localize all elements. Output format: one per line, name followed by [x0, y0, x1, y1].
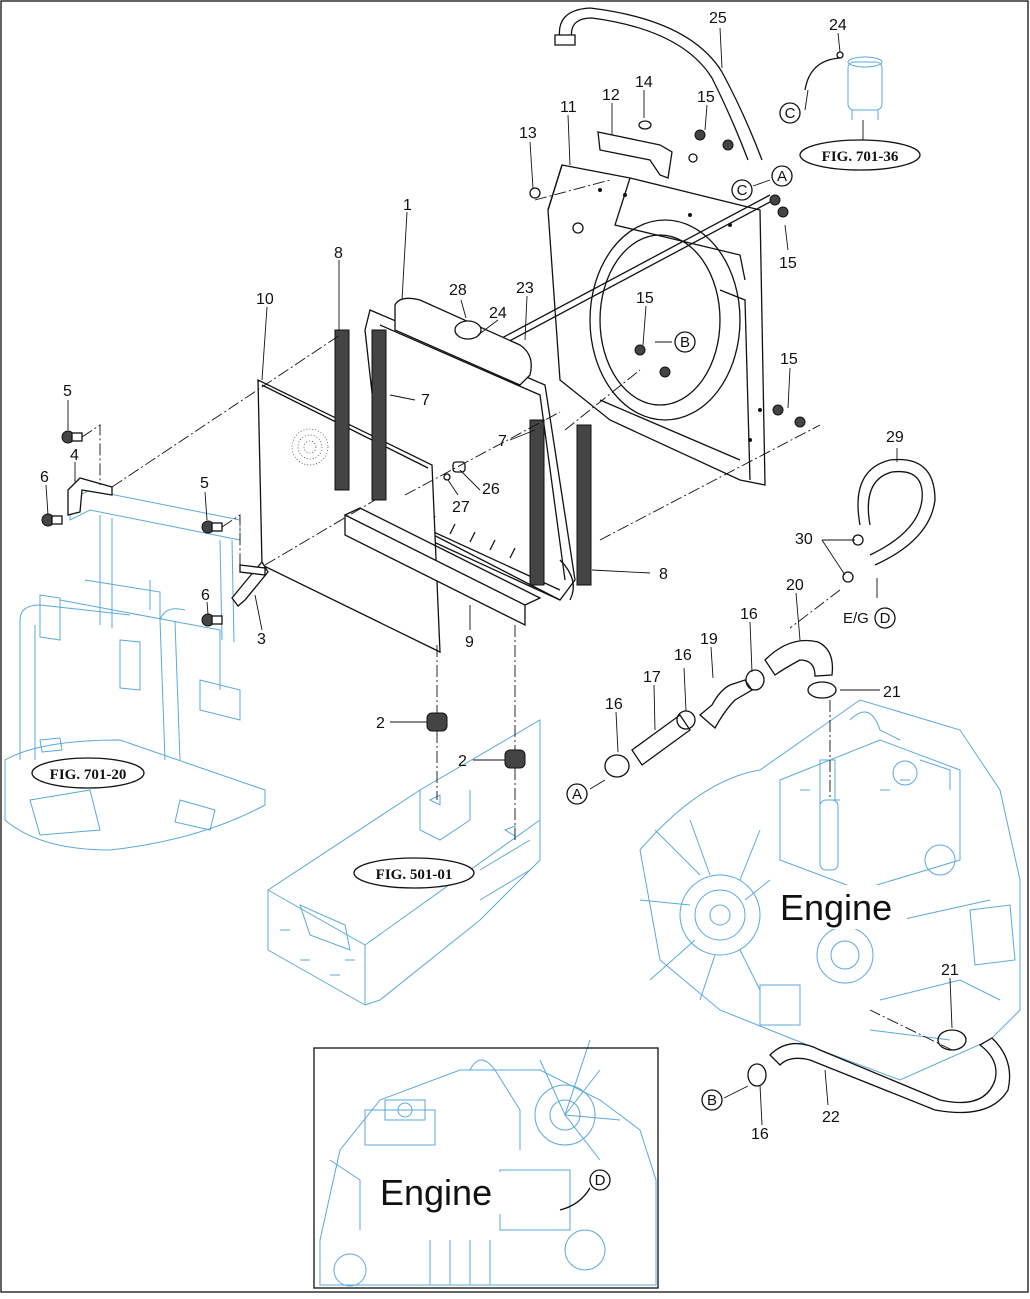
callout-10: 10	[256, 291, 274, 308]
marker-c-tank: C	[779, 102, 801, 124]
svg-text:FIG. 701-36: FIG. 701-36	[822, 149, 899, 165]
callout-16: 16	[740, 606, 758, 623]
connection-markers: A C C B D E/G A B D	[566, 102, 896, 1191]
inset-frame	[313, 1047, 659, 1289]
reserve-tank	[804, 51, 883, 120]
stay-rods	[469, 194, 771, 363]
callout-3: 3	[257, 631, 266, 648]
marker-a-hose: A	[566, 783, 588, 805]
fan-shroud-11	[547, 164, 766, 486]
eg-label: E/G	[843, 610, 869, 627]
callout-5: 5	[63, 383, 72, 400]
svg-text:D: D	[595, 1172, 606, 1189]
svg-text:A: A	[777, 168, 787, 185]
callout-7: 7	[498, 433, 507, 450]
engine-drawing	[639, 699, 1021, 1081]
engine-label-inset: Engine	[380, 1172, 492, 1213]
callout-5: 5	[200, 475, 209, 492]
callout-23: 23	[516, 280, 534, 297]
callout-15: 15	[780, 351, 798, 368]
callout-24: 24	[489, 305, 507, 322]
svg-text:C: C	[785, 105, 796, 122]
dashed-alignment-lines	[81, 179, 953, 1051]
callout-8: 8	[334, 245, 343, 262]
callout-16: 16	[674, 647, 692, 664]
svg-text:B: B	[707, 1092, 717, 1109]
screen-10	[257, 378, 441, 654]
overflow-hose-25	[554, 7, 763, 161]
fig-ref-701-20: FIG. 701-20	[31, 757, 145, 789]
callout-13: 13	[519, 125, 537, 142]
callout-21: 21	[941, 962, 959, 979]
callout-7: 7	[421, 392, 430, 409]
callout-8: 8	[659, 566, 668, 583]
callout-16: 16	[605, 696, 623, 713]
bracket-4	[67, 477, 113, 516]
svg-text:A: A	[572, 786, 582, 803]
callout-30: 30	[795, 531, 813, 548]
marker-d-eg: D E/G	[843, 607, 896, 629]
callout-16: 16	[751, 1126, 769, 1143]
callout-labels: 1 2 2 3 4 5 5 6 6 7 7 8 8 9 10 11 12 13 …	[40, 10, 959, 1143]
callout-20: 20	[786, 577, 804, 594]
callout-11: 11	[560, 99, 577, 116]
callout-17: 17	[643, 669, 661, 686]
fig-ref-701-36: FIG. 701-36	[799, 139, 921, 171]
svg-text:D: D	[880, 610, 891, 627]
marker-d-inset: D	[589, 1169, 611, 1191]
callout-25: 25	[709, 10, 727, 27]
engine-inset-label-bg	[376, 1172, 506, 1214]
hoses-and-clamps	[604, 639, 1011, 1114]
callout-1: 1	[403, 197, 412, 214]
o-ring-27	[443, 473, 451, 481]
hose-29	[857, 458, 936, 566]
seal-7-left	[371, 329, 387, 501]
callout-21: 21	[883, 684, 901, 701]
callout-15: 15	[779, 255, 797, 272]
callout-14: 14	[635, 74, 653, 91]
callout-9: 9	[465, 634, 474, 651]
callout-19: 19	[700, 631, 718, 648]
callout-2: 2	[458, 753, 467, 770]
callout-2: 2	[376, 715, 385, 732]
marker-b-hose: B	[701, 1089, 723, 1111]
inset-engine-drawing	[319, 1039, 657, 1287]
marker-b-shroud: B	[674, 331, 696, 353]
callout-27: 27	[452, 499, 470, 516]
svg-text:C: C	[737, 182, 748, 199]
callout-12: 12	[602, 87, 620, 104]
seal-8-left	[334, 329, 350, 491]
callout-15: 15	[697, 89, 715, 106]
callout-29: 29	[886, 429, 904, 446]
svg-text:FIG. 701-20: FIG. 701-20	[50, 767, 127, 783]
marker-c-top: C	[731, 179, 753, 201]
engine-label-main: Engine	[780, 887, 892, 928]
callout-6: 6	[201, 587, 210, 604]
engine-label-bg	[775, 885, 907, 929]
seal-7-right	[529, 419, 545, 586]
svg-text:B: B	[680, 334, 690, 351]
bolt-set	[41, 120, 806, 627]
bracket-3	[231, 560, 269, 607]
svg-text:FIG. 501-01: FIG. 501-01	[376, 867, 453, 883]
callout-6: 6	[40, 469, 49, 486]
seal-9	[344, 513, 526, 627]
fig-ref-501-01: FIG. 501-01	[353, 857, 475, 889]
callout-4: 4	[70, 447, 79, 464]
callout-26: 26	[482, 481, 500, 498]
callout-15: 15	[636, 290, 654, 307]
callout-28: 28	[449, 282, 467, 299]
leader-lines	[45, 27, 953, 1126]
radiator-1	[364, 297, 576, 601]
callout-22: 22	[822, 1109, 840, 1126]
marker-a-top: A	[771, 165, 793, 187]
callout-24: 24	[829, 17, 847, 34]
seat-frame-drawing	[4, 489, 266, 851]
cover-plate-12	[597, 131, 673, 179]
seal-8-right	[576, 424, 592, 586]
